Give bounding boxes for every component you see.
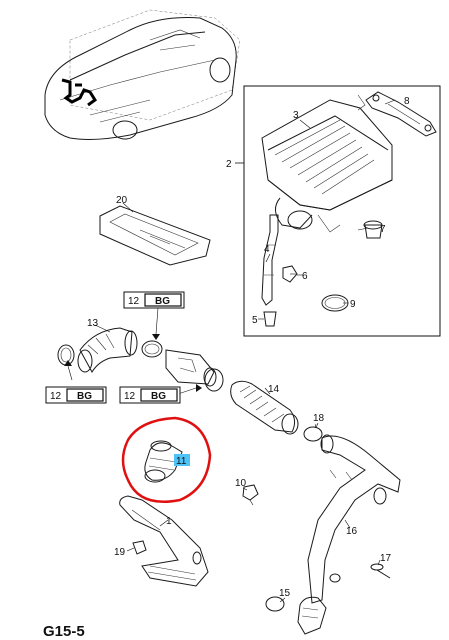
reference-box: 12 BG [119, 386, 181, 404]
page-code: G15-5 [43, 623, 85, 640]
callout-18: 18 [313, 413, 325, 424]
hose-part-13 [77, 327, 138, 374]
leader-lines [67, 99, 396, 603]
gasket-part-20 [99, 202, 211, 266]
reference-box-number: 12 [50, 391, 62, 402]
callout-14: 14 [268, 384, 280, 395]
grommet-part-7 [363, 220, 383, 239]
sensor-clamp [204, 368, 224, 392]
callout-17: 17 [380, 553, 392, 564]
vehicle-outline [44, 9, 241, 140]
bolt-part-17 [370, 563, 391, 579]
callout-3: 3 [293, 110, 299, 121]
intake-tube-part-16 [307, 434, 401, 604]
callout-19: 19 [114, 547, 126, 558]
hose-clamp-left [57, 344, 75, 366]
reference-box-code: BG [77, 391, 92, 402]
reference-box-code: BG [155, 296, 170, 307]
hose-clamp-right [141, 340, 163, 358]
clip-part-10 [242, 484, 259, 506]
clip-part-6 [282, 265, 303, 283]
callout-1: 1 [166, 516, 172, 527]
callout-11: 11 [176, 456, 187, 467]
callout-2: 2 [226, 159, 232, 170]
bracket-part-8 [365, 91, 437, 137]
callout-7: 7 [380, 224, 386, 235]
reference-box-code: BG [151, 391, 166, 402]
mass-air-flow-sensor [165, 349, 217, 387]
highlight-circle [121, 416, 212, 504]
drain-hose-part-4 [261, 214, 279, 306]
callout-13: 13 [87, 318, 99, 329]
callout-9: 9 [350, 299, 356, 310]
callout-6: 6 [302, 271, 308, 282]
clamp-part-18 [303, 422, 323, 442]
callout-4: 4 [264, 244, 270, 255]
callout-20: 20 [116, 195, 128, 206]
clip-part-5 [258, 311, 277, 327]
air-cleaner-housing [261, 94, 393, 233]
reference-box-number: 12 [128, 296, 140, 307]
highlighted-airbox-location [61, 78, 98, 107]
clip-part-19 [132, 540, 147, 555]
reference-box: 12 BG [123, 291, 185, 309]
callout-10: 10 [235, 478, 247, 489]
reference-box-number: 12 [124, 391, 136, 402]
inlet-duct-part-1 [119, 495, 209, 587]
reference-box: 12 BG [45, 386, 107, 404]
highlight-label-bg [174, 454, 190, 466]
airbox-group-frame [235, 85, 441, 337]
callout-8: 8 [404, 96, 410, 107]
callout-5: 5 [252, 315, 258, 326]
hose-part-11 [144, 440, 183, 483]
callout-16: 16 [346, 526, 358, 537]
callout-15: 15 [279, 588, 291, 599]
arrow-heads [64, 334, 202, 392]
resonator-part-14 [230, 380, 299, 435]
connector-part-15 [265, 596, 327, 635]
